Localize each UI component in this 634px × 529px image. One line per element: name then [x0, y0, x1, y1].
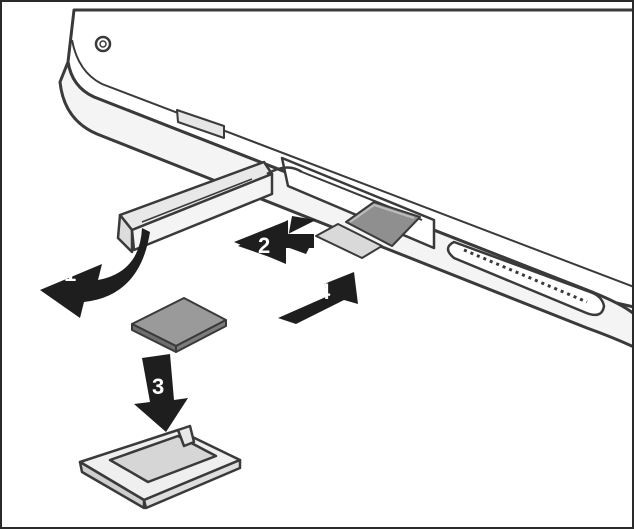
camera-hole-inner — [100, 41, 106, 47]
step-1-label: 1 — [64, 263, 76, 285]
sim-tray — [80, 426, 240, 508]
sim-card-top — [132, 298, 226, 346]
step-4-label: 4 — [318, 281, 330, 303]
step-2-label: 2 — [258, 235, 270, 257]
step-3-label: 3 — [152, 376, 164, 398]
tablet-top-surface — [68, 10, 634, 307]
arrow-step-2 — [234, 216, 316, 264]
loose-sim-card — [132, 298, 226, 352]
